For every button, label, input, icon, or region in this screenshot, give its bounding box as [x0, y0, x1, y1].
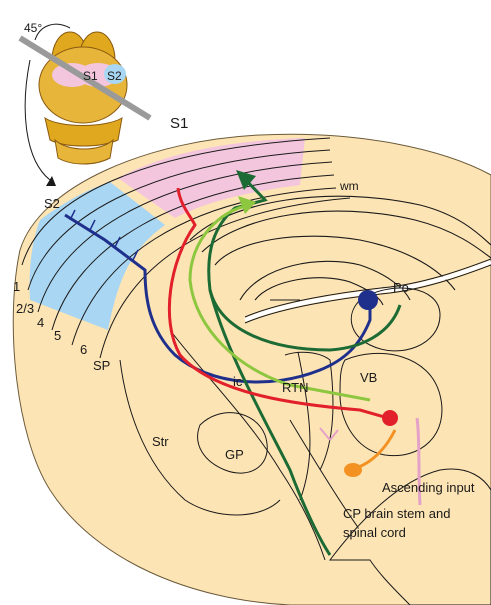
rtn-cell-body	[344, 463, 362, 477]
inset-angle-label: 45°	[24, 21, 42, 35]
layer-sp-label: SP	[93, 358, 110, 373]
cp-label-line2: spinal cord	[343, 525, 406, 540]
layer-23-label: 2/3	[16, 301, 34, 316]
inset-s2-label: S2	[107, 69, 122, 83]
cp-label-line1: CP brain stem and	[343, 506, 450, 521]
layer-5-label: 5	[54, 328, 61, 343]
wm-label: wm	[339, 179, 359, 193]
po-label: Po	[393, 280, 409, 295]
layer-6-label: 6	[80, 342, 87, 357]
str-label: Str	[152, 434, 169, 449]
layer-4-label: 4	[37, 315, 44, 330]
vb-cell-body	[382, 410, 398, 426]
inset-s1-label: S1	[83, 69, 98, 83]
ascending-input-label: Ascending input	[382, 480, 475, 495]
po-cell-body	[358, 290, 378, 310]
gp-label: GP	[225, 447, 244, 462]
vb-label: VB	[360, 370, 377, 385]
layer-1-label: 1	[13, 279, 20, 294]
s1-region-label: S1	[170, 115, 188, 132]
ic-label: ic	[233, 374, 243, 389]
rtn-label: RTN	[282, 380, 308, 395]
s2-region-label: S2	[44, 196, 60, 211]
